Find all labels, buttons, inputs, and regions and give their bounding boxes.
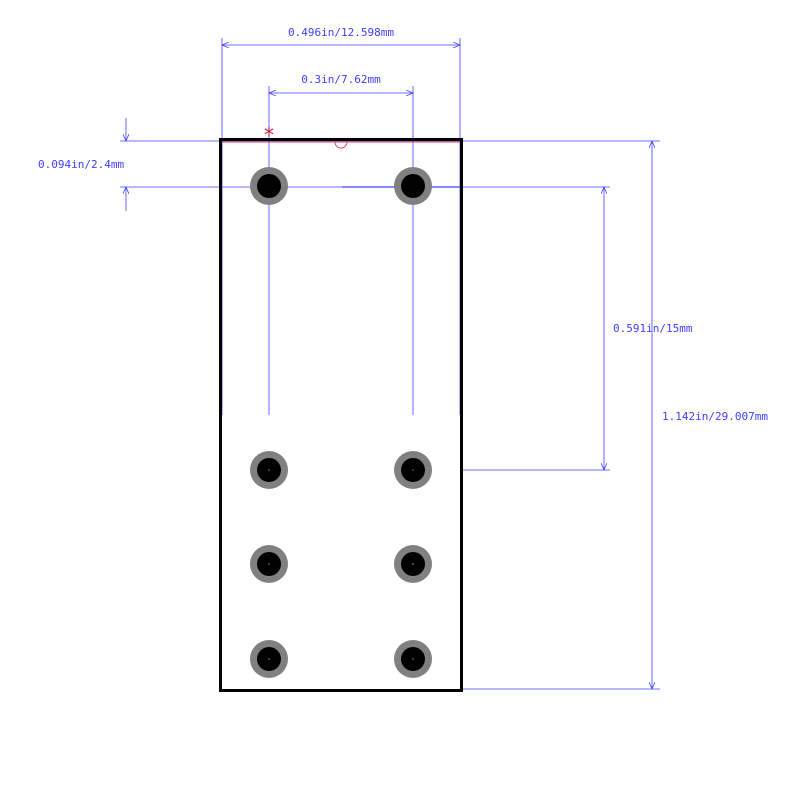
pads: 2 1 3 6 4 5	[250, 167, 432, 678]
silkscreen	[220, 141, 462, 690]
pad-label: 1	[412, 468, 414, 472]
pad-label: 2	[268, 468, 270, 472]
pad-label: 3	[268, 562, 270, 566]
pad: 1	[394, 451, 432, 489]
overall-height-label: 1.142in/29.007mm	[662, 410, 768, 423]
pad: 5	[394, 640, 432, 678]
pad-hole	[401, 647, 425, 671]
pad: 4	[250, 640, 288, 678]
pad-label: 6	[412, 562, 414, 566]
pitch-x-label: 0.3in/7.62mm	[301, 73, 381, 86]
edge-to-pin-label: 0.094in/2.4mm	[38, 158, 124, 171]
pad-label: 5	[412, 657, 414, 661]
component-outline	[219, 138, 463, 692]
pad: 6	[394, 545, 432, 583]
pad-hole	[401, 552, 425, 576]
pad	[250, 167, 288, 205]
pad-hole	[401, 174, 425, 198]
pad-label: 4	[268, 657, 270, 661]
pad-hole	[257, 174, 281, 198]
pin1-marker: *	[264, 123, 274, 147]
overall-width-label: 0.496in/12.598mm	[288, 26, 394, 39]
pad: 2	[250, 451, 288, 489]
pad-hole	[257, 458, 281, 482]
pad: 3	[250, 545, 288, 583]
pad-hole	[257, 552, 281, 576]
pad	[394, 167, 432, 205]
pin-spacing-label: 0.591in/15mm	[613, 322, 693, 335]
notch-marker	[334, 141, 348, 149]
dimension-lines	[120, 38, 660, 689]
pad-hole	[257, 647, 281, 671]
pad-hole	[401, 458, 425, 482]
